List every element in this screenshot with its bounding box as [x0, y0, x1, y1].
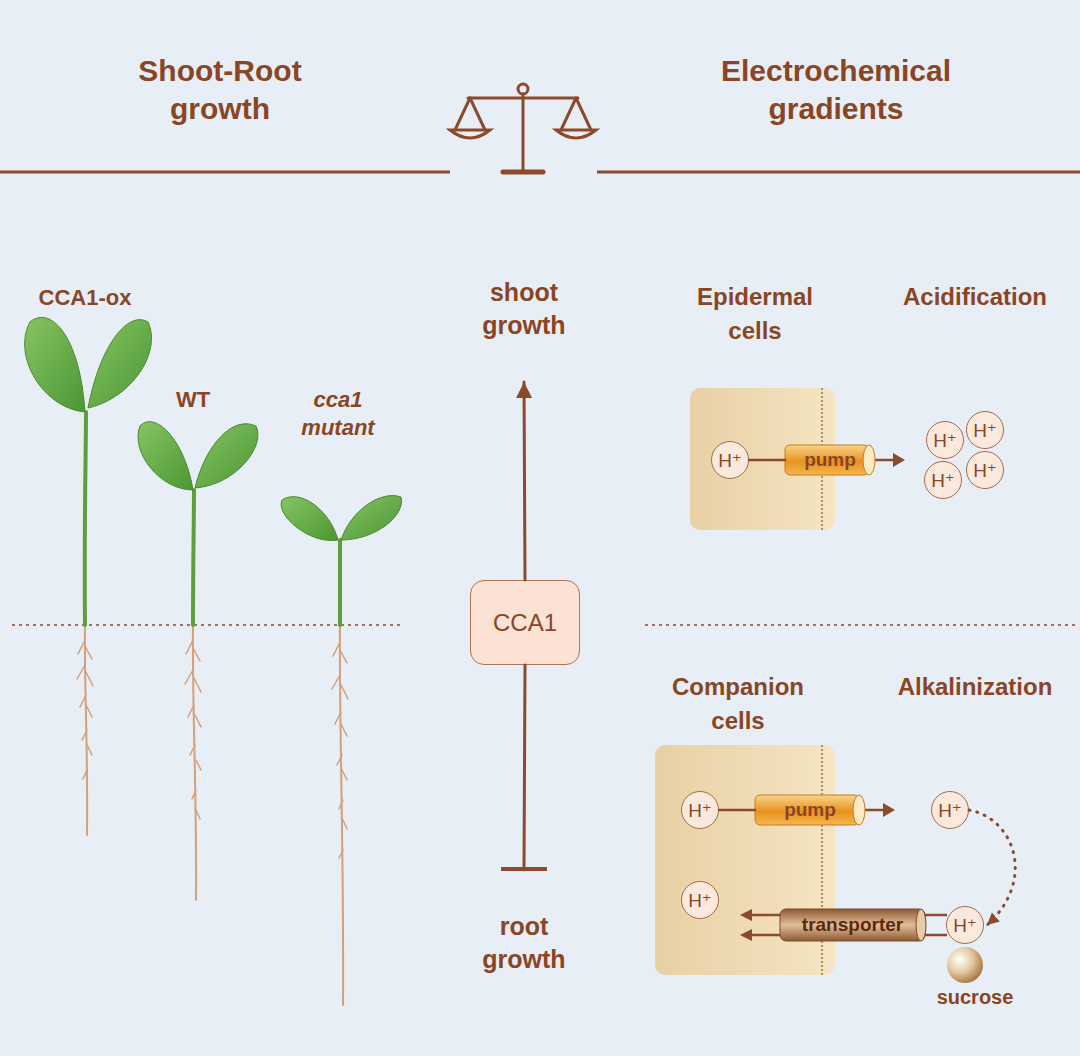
cotyledon: [88, 320, 151, 408]
cell-box: Companion cellsH⁺pumpH⁺transporter: [655, 745, 835, 975]
proton-text: H⁺: [973, 419, 997, 442]
plant-label: WT: [143, 386, 243, 414]
pump-end: [863, 445, 875, 475]
pump-arrow-line: [865, 809, 885, 812]
balance-strings: [455, 98, 485, 130]
pump-cylinder: pump: [755, 794, 865, 826]
effect-label: root growth: [469, 870, 579, 976]
stem: [85, 412, 86, 625]
transporter-body: [780, 909, 925, 941]
plant-label: CCA1-ox: [25, 284, 145, 312]
effect-text: shoot growth: [469, 276, 579, 342]
proton-text: H⁺: [973, 459, 997, 482]
root-hairs: [77, 640, 93, 779]
root-hairs: [185, 640, 201, 819]
pump-arrow-line: [875, 459, 895, 462]
proton-circle: H⁺: [924, 461, 962, 499]
cotyledon: [341, 496, 402, 540]
balance-strings: [561, 98, 591, 130]
proton-circle: H⁺: [931, 791, 969, 829]
panel-heading: Shoot-Root growth: [100, 52, 340, 128]
header-rule: [0, 171, 450, 174]
plant-label: cca1 mutant: [278, 386, 398, 442]
stem: [193, 490, 194, 625]
molecule-label: sucrose: [915, 984, 1035, 1010]
sucrose-ball: [947, 947, 983, 983]
transport-arrowhead: [740, 929, 752, 941]
cell-heading: Epidermal cells: [675, 280, 835, 348]
gene-name: CCA1: [493, 609, 557, 637]
balance-pan: [556, 130, 596, 138]
connector: [524, 665, 525, 870]
balance-icon: [450, 84, 596, 172]
effect-text: root growth: [469, 910, 579, 976]
proton-circle: H⁺: [926, 421, 964, 459]
gene-box: CCA1: [470, 580, 580, 665]
cotyledons: [25, 317, 402, 540]
pump-text: pump: [804, 449, 856, 471]
root-hairs: [332, 642, 348, 858]
cotyledon: [138, 422, 193, 490]
balance-post: [522, 94, 525, 170]
pump-body: [755, 795, 859, 825]
proton-text: H⁺: [938, 799, 962, 822]
proton-text: H⁺: [688, 889, 712, 912]
proton-text: H⁺: [718, 449, 742, 472]
connector: [749, 459, 785, 462]
proton-text: H⁺: [953, 914, 977, 937]
proton-text: H⁺: [933, 429, 957, 452]
proton-text: H⁺: [688, 799, 712, 822]
connector: [719, 809, 755, 812]
pump-cylinder: pump: [785, 444, 875, 476]
stem: [338, 540, 342, 625]
proton-circle: H⁺: [711, 441, 749, 479]
connector: [969, 810, 1015, 925]
proton-circle: H⁺: [966, 451, 1004, 489]
proton-circle: H⁺: [946, 906, 984, 944]
panel-heading: Electrochemical gradients: [696, 52, 976, 128]
transport-arrowhead: [740, 909, 752, 921]
proton-circle: H⁺: [681, 881, 719, 919]
cotyledon: [195, 424, 258, 488]
process-label: Acidification: [880, 280, 1070, 314]
stems: [85, 412, 340, 625]
balance-base: [503, 170, 543, 175]
root: [340, 625, 343, 1005]
process-label: Alkalinization: [880, 670, 1070, 704]
cell-box: Epidermal cellsH⁺pump: [690, 388, 835, 530]
pump-arrowhead: [893, 453, 905, 467]
proton-text: H⁺: [931, 469, 955, 492]
effect-label: shoot growth: [469, 276, 579, 382]
transporter-text: transporter: [802, 914, 903, 936]
pump-body: [785, 445, 869, 475]
transporter-cylinder: transporter: [780, 907, 925, 943]
header-rule: [597, 171, 1080, 174]
proton-circle: H⁺: [966, 411, 1004, 449]
pump-arrowhead: [883, 803, 895, 817]
proton-circle: H⁺: [681, 791, 719, 829]
cell-heading: Companion cells: [653, 670, 823, 738]
divider-line: [645, 624, 1075, 626]
balance-pan: [450, 130, 490, 138]
balance-beam: [468, 97, 578, 100]
cotyledon: [281, 497, 338, 541]
cotyledon: [25, 317, 85, 412]
connector: [524, 382, 525, 580]
pump-text: pump: [784, 799, 836, 821]
pump-end: [853, 795, 865, 825]
transporter-end: [916, 909, 926, 941]
root: [193, 625, 196, 900]
roots: [77, 625, 348, 1005]
